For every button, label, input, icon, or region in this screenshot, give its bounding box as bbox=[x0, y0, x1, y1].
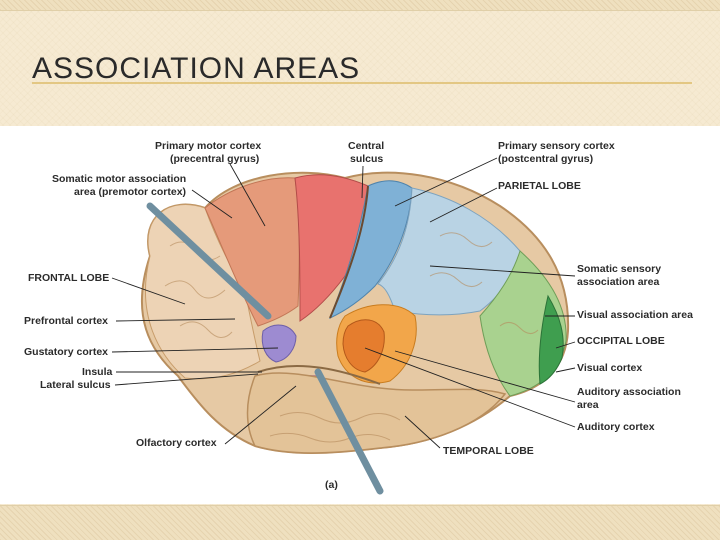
bottom-border bbox=[0, 505, 720, 540]
label-somatic-sensory-2: association area bbox=[577, 276, 659, 288]
auditory-cortex-region bbox=[342, 319, 385, 373]
label-auditory-cortex: Auditory cortex bbox=[577, 421, 655, 433]
title-underline bbox=[32, 82, 692, 84]
lateral-sulcus bbox=[257, 365, 381, 385]
label-auditory-assoc-2: area bbox=[577, 399, 599, 411]
label-auditory-assoc-1: Auditory association bbox=[577, 386, 681, 398]
panel-letter: (a) bbox=[325, 479, 338, 491]
label-primary-motor-1: Primary motor cortex bbox=[155, 140, 261, 152]
label-somatic-motor-2: area (premotor cortex) bbox=[74, 186, 186, 198]
label-primary-sensory-1: Primary sensory cortex bbox=[498, 140, 615, 152]
gustatory-region bbox=[261, 324, 297, 363]
label-central-1: Central bbox=[348, 140, 384, 152]
prefrontal-region bbox=[145, 204, 261, 380]
label-visual-cortex: Visual cortex bbox=[577, 362, 642, 374]
brain-figure: Primary motor cortex (precentral gyrus) … bbox=[0, 126, 720, 504]
label-visual-assoc: Visual association area bbox=[577, 309, 693, 321]
label-primary-motor-2: (precentral gyrus) bbox=[170, 153, 259, 165]
central-sulcus bbox=[329, 185, 369, 319]
label-prefrontal: Prefrontal cortex bbox=[24, 315, 108, 327]
label-gustatory: Gustatory cortex bbox=[24, 346, 108, 358]
leader-lines bbox=[111, 157, 576, 449]
label-temporal: TEMPORAL LOBE bbox=[443, 445, 534, 457]
retractor-upper bbox=[146, 202, 272, 320]
top-border bbox=[0, 0, 720, 11]
label-frontal: FRONTAL LOBE bbox=[28, 272, 109, 284]
label-occipital: OCCIPITAL LOBE bbox=[577, 335, 665, 347]
premotor-region bbox=[204, 177, 300, 327]
label-olfactory: Olfactory cortex bbox=[136, 437, 217, 449]
label-primary-sensory-2: (postcentral gyrus) bbox=[498, 153, 593, 165]
sensory-association-region bbox=[377, 187, 521, 316]
label-somatic-sensory-1: Somatic sensory bbox=[577, 263, 661, 275]
retractor-lower bbox=[314, 368, 384, 495]
label-insula: Insula bbox=[82, 366, 113, 378]
brain-diagram: Primary motor cortex (precentral gyrus) … bbox=[24, 140, 693, 495]
visual-cortex-region bbox=[538, 294, 564, 385]
label-lateral-sulcus: Lateral sulcus bbox=[40, 379, 111, 391]
primary-sensory-region bbox=[329, 180, 413, 319]
label-somatic-motor-1: Somatic motor association bbox=[52, 173, 186, 185]
slide-title: ASSOCIATION AREAS bbox=[32, 52, 361, 85]
label-central-2: sulcus bbox=[350, 153, 383, 165]
label-parietal: PARIETAL LOBE bbox=[498, 180, 581, 192]
